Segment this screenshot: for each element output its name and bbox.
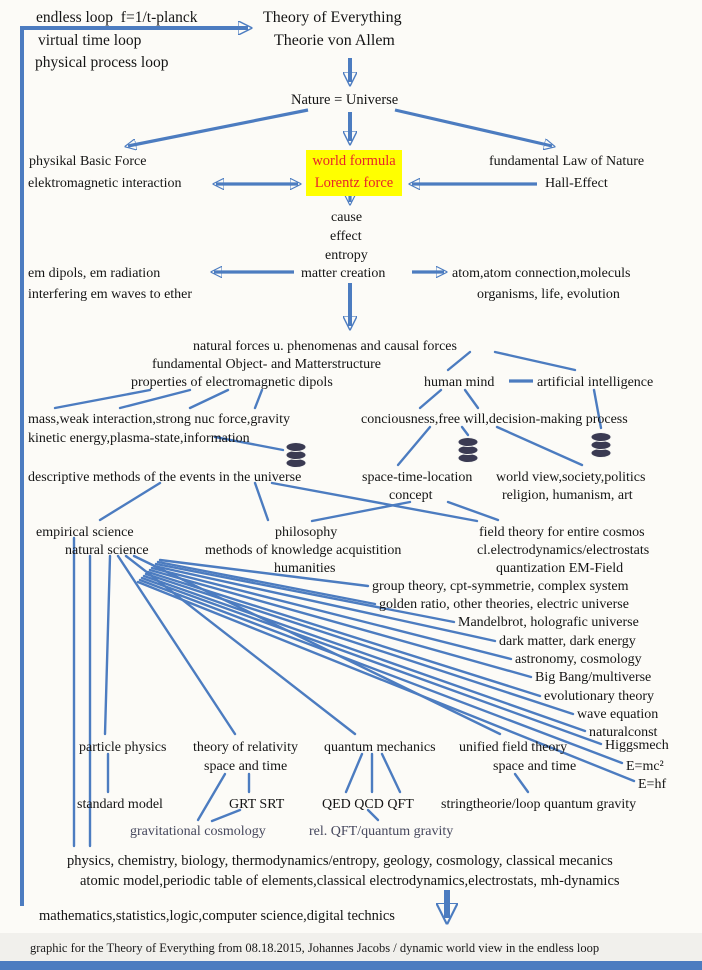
node-rel-qft: rel. QFT/quantum gravity bbox=[309, 824, 454, 839]
node-endless-loop: endless loop f=1/t-planck bbox=[36, 9, 198, 26]
database-icon bbox=[457, 437, 479, 463]
node-kinetic-energy: kinetic energy,plasma-state,information bbox=[28, 431, 250, 446]
node-human-mind: human mind bbox=[424, 375, 495, 390]
node-bottom-row3: mathematics,statistics,logic,computer sc… bbox=[39, 908, 395, 924]
node-big-bang: Big Bang/multiverse bbox=[535, 670, 652, 685]
node-lorentz-force: Lorentz force bbox=[314, 175, 394, 191]
node-natural-forces: natural forces u. phenomenas and causal … bbox=[193, 339, 457, 354]
node-group-theory: group theory, cpt-symmetrie, complex sys… bbox=[372, 579, 629, 594]
descriptive-methods-fan bbox=[98, 481, 500, 523]
footer-band: graphic for the Theory of Everything fro… bbox=[0, 933, 702, 961]
node-world-formula: world formula bbox=[312, 153, 396, 170]
bottom-blue-bar bbox=[0, 961, 702, 970]
node-atoms: atom,atom connection,moleculs bbox=[452, 266, 631, 281]
node-stringtheorie: stringtheorie/loop quantum gravity bbox=[441, 797, 637, 812]
node-golden-ratio: golden ratio, other theories, electric u… bbox=[379, 597, 629, 612]
node-effect: effect bbox=[330, 229, 362, 244]
node-theory-relativity: theory of relativity bbox=[193, 740, 298, 755]
page-title-de: Theorie von Allem bbox=[274, 32, 395, 49]
node-quantization: quantization EM-Field bbox=[496, 561, 624, 576]
node-physikal-basic-force: physikal Basic Force bbox=[29, 154, 147, 169]
node-space-time-location: space-time-location bbox=[362, 470, 473, 485]
node-qed: QED QCD QFT bbox=[322, 797, 414, 812]
node-humanities: humanities bbox=[274, 561, 336, 576]
node-field-theory: field theory for entire cosmos bbox=[479, 525, 645, 540]
node-em-dipols: em dipols, em radiation bbox=[28, 266, 161, 281]
node-nature-universe: Nature = Universe bbox=[291, 92, 399, 108]
footer-caption: graphic for the Theory of Everything fro… bbox=[30, 941, 600, 955]
node-higgsmech: Higgsmech bbox=[605, 738, 669, 753]
node-organisms: organisms, life, evolution bbox=[477, 287, 620, 302]
node-religion: religion, humanism, art bbox=[502, 488, 633, 503]
node-properties-dipols: properties of electromagnetic dipols bbox=[131, 375, 333, 390]
node-cl-electrodynamics: cl.electrodynamics/electrostats bbox=[477, 543, 650, 558]
node-artificial-intelligence: artificial intelligence bbox=[537, 375, 654, 390]
node-cause: cause bbox=[331, 210, 363, 225]
node-virtual-time-loop: virtual time loop bbox=[38, 32, 142, 49]
node-interfering: interfering em waves to ether bbox=[28, 287, 193, 302]
node-descriptive-methods: descriptive methods of the events in the… bbox=[28, 470, 302, 485]
node-conciousness: conciousness,free will,decision-making p… bbox=[361, 412, 628, 427]
node-fundamental-object: fundamental Object- and Matterstructure bbox=[152, 357, 381, 372]
endless-loop-arrow bbox=[20, 28, 447, 918]
left-vertical-connectors bbox=[72, 536, 110, 848]
node-astronomy: astronomy, cosmology bbox=[515, 652, 642, 667]
node-hall-effect: Hall-Effect bbox=[545, 176, 608, 191]
node-standard-model: standard model bbox=[77, 797, 163, 812]
node-elektromagnetic-interaction: elektromagnetic interaction bbox=[28, 176, 182, 191]
node-methods-knowledge: methods of knowledge acquistition bbox=[205, 543, 402, 558]
node-matter-creation: matter creation bbox=[301, 266, 386, 281]
node-mass-interactions: mass,weak interaction,strong nuc force,g… bbox=[28, 412, 291, 427]
node-physical-process-loop: physical process loop bbox=[35, 54, 169, 71]
node-wave-equation: wave equation bbox=[577, 707, 659, 722]
node-naturalconst: naturalconst bbox=[589, 725, 658, 740]
page-title-en: Theory of Everything bbox=[263, 9, 402, 26]
node-space-time-2: space and time bbox=[493, 759, 577, 774]
node-evolutionary: evolutionary theory bbox=[544, 689, 655, 704]
node-emc2: E=mc² bbox=[626, 759, 664, 774]
lower-connectors bbox=[196, 752, 530, 823]
node-entropy: entropy bbox=[325, 248, 368, 263]
node-particle-physics: particle physics bbox=[79, 740, 167, 755]
node-philosophy: philosophy bbox=[275, 525, 338, 540]
database-icon bbox=[590, 432, 612, 458]
database-icons bbox=[285, 432, 612, 468]
node-natural-science: natural science bbox=[65, 543, 149, 558]
node-bottom-row2: atomic model,periodic table of elements,… bbox=[80, 873, 620, 889]
node-concept: concept bbox=[389, 488, 433, 503]
node-ehf: E=hf bbox=[638, 777, 667, 792]
node-space-time-1: space and time bbox=[204, 759, 288, 774]
natural-science-fan bbox=[103, 554, 636, 783]
node-fundamental-law: fundamental Law of Nature bbox=[489, 154, 645, 169]
formula-arrows bbox=[216, 184, 537, 202]
node-empirical-science: empirical science bbox=[36, 525, 134, 540]
world-formula-highlight: world formula Lorentz force bbox=[306, 150, 402, 196]
database-icon bbox=[285, 442, 307, 468]
node-mandelbrot: Mandelbrot, holografic universe bbox=[458, 615, 639, 630]
node-quantum-mechanics: quantum mechanics bbox=[324, 740, 436, 755]
node-grt-srt: GRT SRT bbox=[229, 797, 285, 812]
title-flow-arrows bbox=[128, 58, 552, 146]
node-bottom-row1: physics, chemistry, biology, thermodynam… bbox=[67, 853, 613, 869]
matter-creation-arrows bbox=[214, 272, 444, 326]
node-dark-matter: dark matter, dark energy bbox=[499, 634, 636, 649]
natural-forces-fan bbox=[53, 350, 603, 467]
node-grav-cosmology: gravitational cosmology bbox=[130, 824, 266, 839]
node-world-view: world view,society,politics bbox=[496, 470, 646, 485]
node-unified-field: unified field theory bbox=[459, 740, 568, 755]
